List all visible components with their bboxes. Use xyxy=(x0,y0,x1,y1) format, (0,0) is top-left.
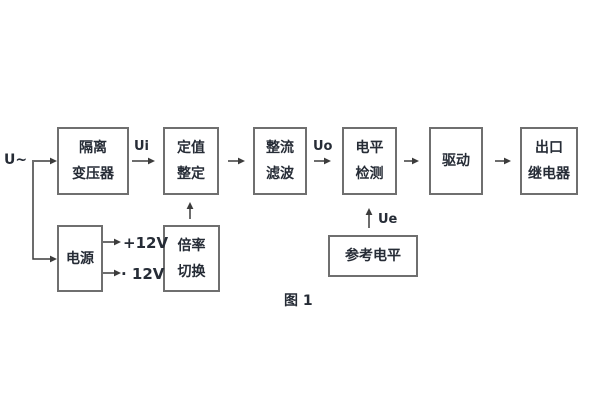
block-label: 切换 xyxy=(177,263,206,280)
block-driver: 驱动 xyxy=(429,127,483,195)
block-label: 检测 xyxy=(355,166,384,182)
block-label: 继电器 xyxy=(528,166,570,182)
block-label: 隔离 xyxy=(79,140,107,156)
block-label: 定值 xyxy=(177,140,205,156)
block-reference-level: 参考电平 xyxy=(328,235,418,277)
block-label: 参考电平 xyxy=(345,248,401,264)
signal-label-uo: Uo xyxy=(313,139,333,154)
block-label: 电源 xyxy=(66,250,94,267)
block-ratio-switch: 倍率 切换 xyxy=(163,225,220,292)
block-output-relay: 出口 继电器 xyxy=(520,127,578,195)
block-label: 变压器 xyxy=(72,166,114,182)
block-label: 整定 xyxy=(177,166,205,182)
block-level-detector: 电平 检测 xyxy=(342,127,397,195)
wire-uin-to-power xyxy=(32,162,57,263)
block-power-supply: 电源 xyxy=(57,225,103,292)
block-label: 驱动 xyxy=(442,153,470,169)
block-label: 出口 xyxy=(535,140,563,156)
block-rectifier-filter: 整流 滤波 xyxy=(253,127,307,195)
block-label: 电平 xyxy=(355,140,384,156)
block-label: 整流 xyxy=(266,140,294,156)
power-rail-negative-label: · 12V xyxy=(121,265,165,283)
block-label: 滤波 xyxy=(266,166,294,182)
signal-label-ue: Ue xyxy=(378,212,398,227)
block-isolation-transformer: 隔离 变压器 xyxy=(57,127,129,195)
input-signal-label: U~ xyxy=(4,152,28,168)
block-setpoint-setting: 定值 整定 xyxy=(163,127,219,195)
signal-label-ui: Ui xyxy=(134,139,150,154)
block-label: 倍率 xyxy=(177,237,206,254)
figure-caption: 图 1 xyxy=(284,293,313,309)
power-rail-positive-label: +12V xyxy=(123,234,169,252)
